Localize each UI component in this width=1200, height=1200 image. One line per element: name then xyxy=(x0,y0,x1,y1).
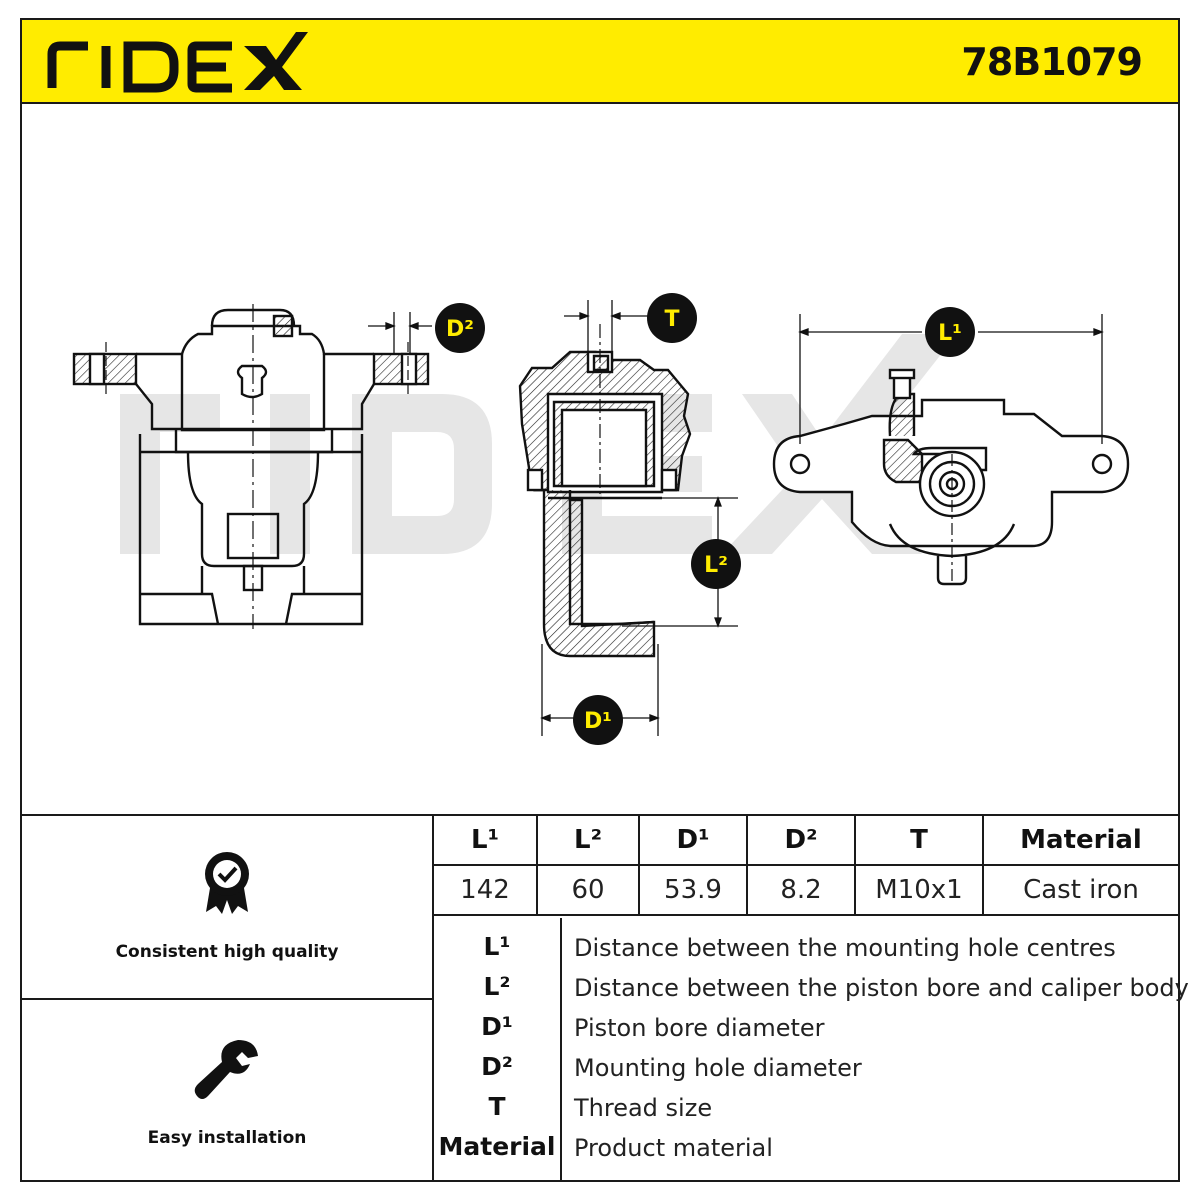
d1-label: D¹ xyxy=(584,709,612,734)
wrench-icon xyxy=(194,1040,258,1099)
feature-label: Consistent high quality xyxy=(115,942,339,962)
legend-divider xyxy=(560,918,562,1182)
legend-key: Material xyxy=(438,1132,556,1161)
legend-key: D² xyxy=(481,1052,513,1081)
header-material: Material xyxy=(1020,825,1142,855)
table-divider xyxy=(434,864,1178,866)
table-divider xyxy=(746,816,748,916)
header-d2: D² xyxy=(784,825,818,855)
feature-quality: Consistent high quality xyxy=(22,816,432,1000)
d2-dimension xyxy=(368,312,432,354)
product-sheet: 78B1079 xyxy=(20,18,1189,1182)
l2-label: L² xyxy=(704,553,728,578)
legend-key: D¹ xyxy=(481,1012,513,1041)
table-divider xyxy=(536,816,538,916)
brand-logo xyxy=(44,24,314,103)
table-divider xyxy=(982,816,984,916)
value-d1: 53.9 xyxy=(664,875,722,905)
legend-desc: Product material xyxy=(574,1134,773,1162)
d2-label: D² xyxy=(446,317,474,342)
spec-table: L¹ L² D¹ D² T Material 142 60 53.9 8.2 M… xyxy=(434,816,1178,916)
quality-badge-icon xyxy=(205,852,249,914)
table-divider xyxy=(434,914,1178,916)
technical-drawing: D² xyxy=(22,104,1178,814)
header-bar: 78B1079 xyxy=(22,20,1178,104)
panel-divider xyxy=(432,816,434,1182)
t-label-badge xyxy=(647,293,697,343)
feature-installation: Easy installation xyxy=(22,1000,432,1182)
table-divider xyxy=(854,816,856,916)
l1-label-badge xyxy=(925,307,975,357)
legend-desc: Distance between the piston bore and cal… xyxy=(574,974,1189,1002)
table-divider xyxy=(638,816,640,916)
l1-dimension xyxy=(798,314,1104,444)
header-l1: L¹ xyxy=(471,825,499,855)
info-panel: Consistent high quality Easy installatio… xyxy=(22,814,1189,1182)
value-d2: 8.2 xyxy=(780,875,822,905)
l1-label: L¹ xyxy=(938,321,962,346)
caliper-front-view xyxy=(72,304,430,629)
header-l2: L² xyxy=(574,825,602,855)
legend-desc: Thread size xyxy=(574,1094,713,1122)
legend-desc: Distance between the mounting hole centr… xyxy=(574,934,1116,962)
d1-label-badge xyxy=(573,695,623,745)
part-number: 78B1079 xyxy=(961,40,1143,84)
legend-desc: Piston bore diameter xyxy=(574,1014,825,1042)
l2-label-badge xyxy=(691,539,741,589)
header-d1: D¹ xyxy=(676,825,710,855)
t-label: T xyxy=(664,307,679,332)
t-dimension xyxy=(564,300,648,354)
value-material: Cast iron xyxy=(1023,875,1139,905)
legend: L¹ Distance between the mounting hole ce… xyxy=(434,918,1189,1182)
legend-key: T xyxy=(488,1092,506,1121)
feature-label: Easy installation xyxy=(147,1128,307,1148)
value-t: M10x1 xyxy=(875,875,963,905)
header-t: T xyxy=(910,825,928,855)
caliper-rear-view xyxy=(772,368,1130,586)
legend-key: L¹ xyxy=(483,932,511,961)
value-l2: 60 xyxy=(571,875,605,905)
caliper-section-view xyxy=(518,324,692,658)
value-l1: 142 xyxy=(460,875,510,905)
legend-key: L² xyxy=(483,972,511,1001)
d2-label-badge xyxy=(435,303,485,353)
legend-desc: Mounting hole diameter xyxy=(574,1054,862,1082)
